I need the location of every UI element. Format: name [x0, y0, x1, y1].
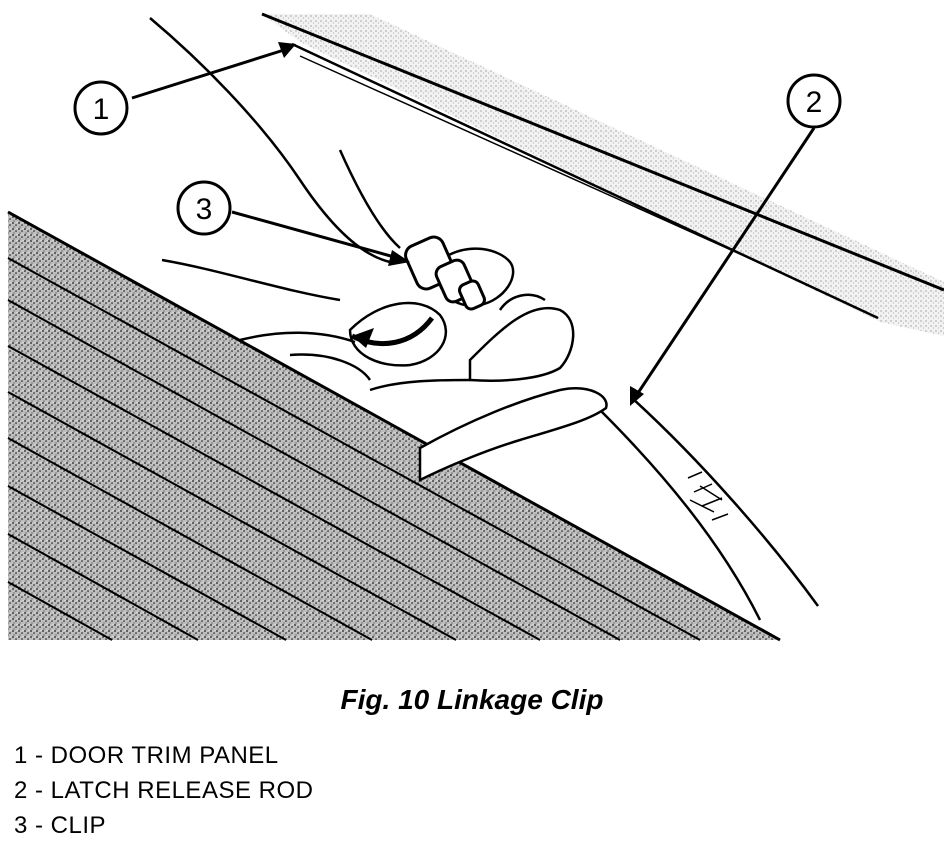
- latch-release-rod: [599, 397, 820, 621]
- legend-item-door-trim-panel: 1 - DOOR TRIM PANEL: [14, 742, 279, 769]
- callout-1: 1: [73, 42, 296, 136]
- callout-2: 2: [630, 73, 842, 406]
- legend-item-latch-release-rod: 2 - LATCH RELEASE ROD: [14, 777, 314, 804]
- parts-legend: 1 - DOOR TRIM PANEL 2 - LATCH RELEASE RO…: [14, 738, 313, 843]
- callout-2-number: 2: [806, 86, 823, 119]
- inner-door-panel: [7, 210, 781, 642]
- linkage-clip-illustration: 1 2 3: [7, 12, 944, 642]
- callout-1-number: 1: [93, 93, 110, 126]
- callout-3-number: 3: [196, 193, 213, 226]
- callout-3: 3: [176, 180, 410, 266]
- legend-item-clip: 3 - CLIP: [14, 812, 107, 839]
- figure-caption: Fig. 10 Linkage Clip: [340, 684, 604, 715]
- door-trim-panel: [261, 12, 944, 336]
- clip: [350, 235, 487, 348]
